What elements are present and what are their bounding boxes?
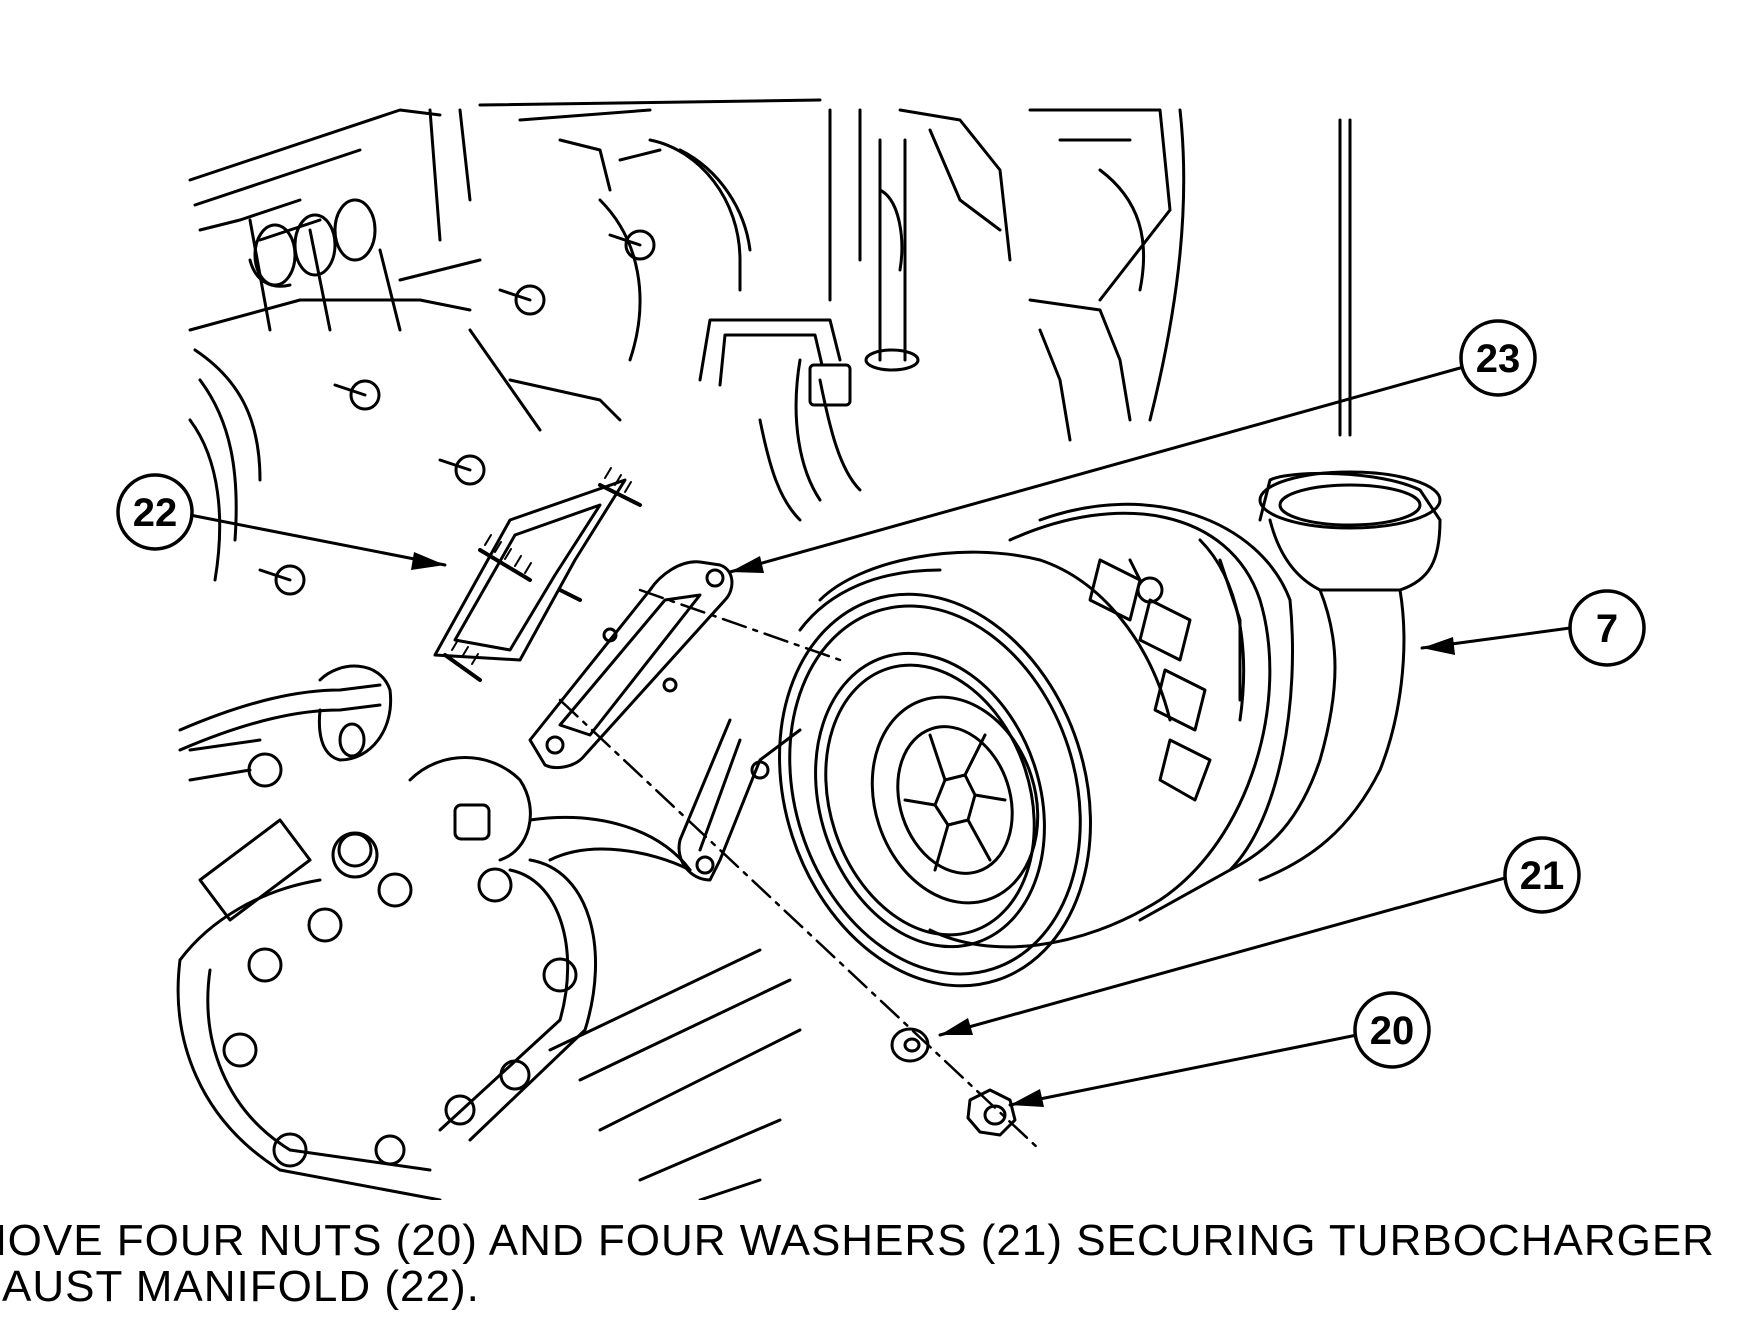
nut bbox=[966, 1088, 1017, 1137]
instruction-caption: MOVE FOUR NUTS (20) AND FOUR WASHERS (21… bbox=[0, 1218, 1752, 1310]
callout-20: 20 bbox=[1353, 991, 1431, 1069]
turbocharger-exploded-diagram: 23 22 7 21 20 bbox=[116, 98, 1646, 1200]
gasket bbox=[528, 560, 734, 769]
callout-7: 7 bbox=[1568, 589, 1646, 667]
callout-22: 22 bbox=[116, 473, 194, 551]
engine-block bbox=[176, 98, 1352, 1200]
manifold-bolts bbox=[222, 229, 656, 1168]
turbocharger bbox=[677, 470, 1442, 988]
exhaust-manifold-flange bbox=[433, 467, 642, 682]
callout-23: 23 bbox=[1459, 319, 1537, 397]
compressor-wheel bbox=[896, 725, 1014, 875]
alignment-lines bbox=[558, 588, 1042, 1152]
callout-7-label: 7 bbox=[1596, 607, 1618, 651]
caption-line-1: MOVE FOUR NUTS (20) AND FOUR WASHERS (21… bbox=[0, 1216, 1715, 1265]
callout-21: 21 bbox=[1503, 836, 1581, 914]
callout-21-label: 21 bbox=[1520, 854, 1565, 898]
washer bbox=[890, 1027, 930, 1063]
arrowheads bbox=[411, 552, 1455, 1107]
callout-22-label: 22 bbox=[133, 491, 178, 535]
caption-line-2: AUST MANIFOLD (22). bbox=[2, 1262, 480, 1311]
callout-20-label: 20 bbox=[1370, 1009, 1415, 1053]
leader-lines bbox=[188, 366, 1572, 1107]
callout-23-label: 23 bbox=[1476, 337, 1521, 381]
